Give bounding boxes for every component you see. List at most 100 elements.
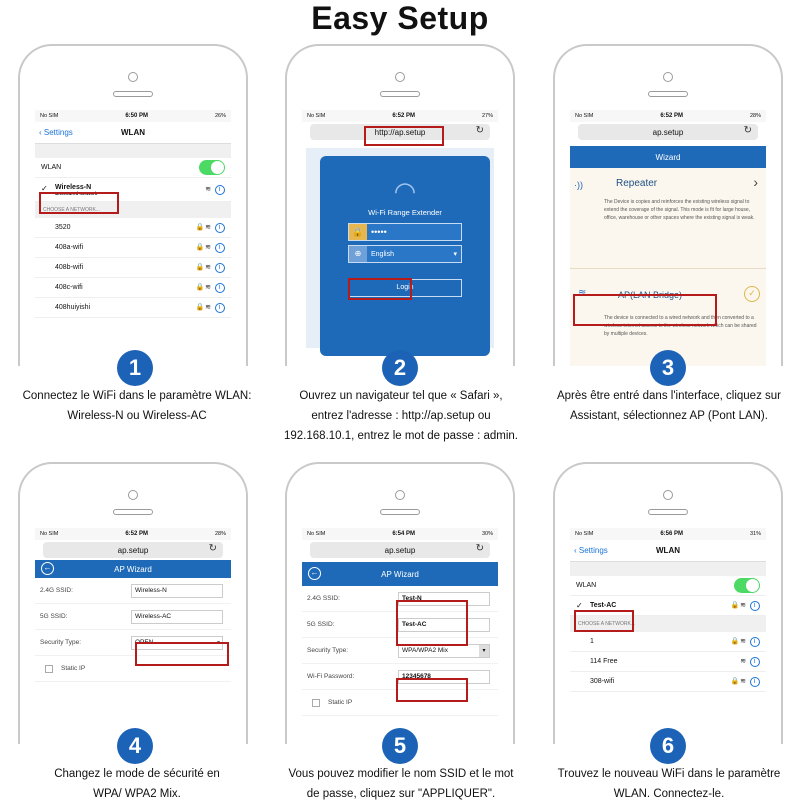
field-label: Security Type:: [40, 639, 82, 646]
carrier: No SIM: [307, 531, 326, 537]
connected-network[interactable]: ✓ Test-AC 🔒≋ i: [570, 596, 766, 616]
screen: No SIM 6:52 PM 27% http://ap.setup ↻ ◠ W…: [302, 110, 498, 366]
battery: 31%: [749, 531, 761, 537]
section-header: CHOOSE A NETWORK...: [35, 202, 231, 218]
status-bar: No SIM 6:52 PM 28%: [570, 110, 766, 122]
network-row[interactable]: 114 Free≋ i: [570, 652, 766, 672]
highlight-box: [135, 642, 229, 666]
wlan-row: WLAN: [35, 158, 231, 178]
static-ip-row[interactable]: Static IP: [302, 690, 498, 716]
phone-step-3: No SIM 6:52 PM 28% ap.setup ↻ Wizard ·))…: [553, 44, 783, 366]
checkmark-icon: ✓: [41, 184, 48, 193]
field-row: 5G SSID: Wireless-AC: [35, 604, 231, 630]
field-label: 2.4G SSID:: [307, 595, 340, 602]
chevron-down-icon: ▾: [479, 644, 489, 657]
network-row[interactable]: 408huiyishi🔒≋ i: [35, 298, 231, 318]
step-badge: 5: [382, 728, 418, 764]
phone-step-2: No SIM 6:52 PM 27% http://ap.setup ↻ ◠ W…: [285, 44, 515, 366]
status-bar: No SIM 6:52 PM 28%: [35, 528, 231, 540]
speaker: [113, 509, 153, 515]
wlan-label: WLAN: [41, 164, 62, 171]
chevron-down-icon: ▾: [453, 251, 457, 258]
address-bar[interactable]: ap.setup ↻: [578, 124, 758, 140]
wizard-title: AP Wizard: [381, 569, 419, 579]
highlight-box: [39, 192, 119, 214]
camera: [128, 490, 138, 500]
carrier: No SIM: [575, 113, 594, 119]
back-button[interactable]: ‹ Settings: [574, 546, 608, 555]
back-arrow-icon[interactable]: ←: [308, 567, 321, 580]
network-name: Wireless-N: [55, 183, 92, 191]
highlight-box: [396, 678, 468, 702]
panel-heading: Wi-Fi Range Extender: [368, 208, 442, 217]
network-row[interactable]: 408a-wifi🔒≋ i: [35, 238, 231, 258]
network-row[interactable]: 408b-wifi🔒≋ i: [35, 258, 231, 278]
wizard-bar: ← AP Wizard: [302, 562, 498, 586]
carrier: No SIM: [40, 113, 59, 119]
address-bar[interactable]: ap.setup ↻: [310, 542, 490, 558]
phone-step-4: No SIM 6:52 PM 28% ap.setup ↻ ← AP Wizar…: [18, 462, 248, 744]
url-text: ap.setup: [384, 545, 416, 555]
status-bar: No SIM 6:52 PM 27%: [302, 110, 498, 122]
static-ip-row[interactable]: Static IP: [35, 656, 231, 682]
field-label: Wi-Fi Password:: [307, 673, 355, 680]
highlight-box: [573, 294, 717, 326]
network-row[interactable]: 308-wifi🔒≋ i: [570, 672, 766, 692]
url-text: http://ap.setup: [374, 127, 426, 137]
network-row[interactable]: 408c-wifi🔒≋ i: [35, 278, 231, 298]
nav-bar: ‹ Settings WLAN: [570, 540, 766, 562]
network-row[interactable]: 1🔒≋ i: [570, 632, 766, 652]
wifi-icon: ◠: [393, 176, 417, 206]
back-button[interactable]: ‹ Settings: [39, 128, 73, 137]
network-row[interactable]: 3520🔒≋ i: [35, 218, 231, 238]
ssid-5-input[interactable]: Wireless-AC: [131, 609, 223, 624]
reload-icon[interactable]: ↻: [208, 543, 217, 554]
battery: 26%: [214, 113, 226, 119]
ssid-5-input[interactable]: Test-AC: [398, 617, 490, 632]
address-bar[interactable]: ap.setup ↻: [43, 542, 223, 558]
check-circle-icon: ✓: [744, 286, 760, 302]
ssid-24-input[interactable]: Test-N: [398, 591, 490, 606]
battery: 30%: [481, 531, 493, 537]
phone-step-5: No SIM 6:54 PM 30% ap.setup ↻ ← AP Wizar…: [285, 462, 515, 744]
reload-icon[interactable]: ↻: [475, 125, 484, 136]
password-input[interactable]: 12345678: [398, 669, 490, 684]
step-badge: 1: [117, 350, 153, 386]
wizard-bar: ← AP Wizard: [35, 560, 231, 578]
language-select[interactable]: ⊕ English ▾: [348, 245, 462, 263]
wizard-bar: Wizard: [570, 146, 766, 168]
field-label: 2.4G SSID:: [40, 587, 73, 594]
chevron-right-icon: ›: [753, 174, 758, 190]
wlan-row: WLAN: [570, 576, 766, 596]
password-field[interactable]: 🔒 •••••: [348, 223, 462, 241]
repeater-option[interactable]: ·)) Repeater › The Device is copies and …: [570, 168, 766, 286]
field-label: 5G SSID:: [40, 613, 68, 620]
reload-icon[interactable]: ↻: [743, 125, 752, 136]
ssid-24-input[interactable]: Wireless-N: [131, 583, 223, 598]
camera: [395, 72, 405, 82]
checkbox[interactable]: [45, 664, 53, 673]
wifi-info-icon[interactable]: 🔒≋ i: [730, 600, 760, 611]
screen: No SIM 6:54 PM 30% ap.setup ↻ ← AP Wizar…: [302, 528, 498, 744]
signal-icon: ·)): [574, 180, 583, 190]
field-row: 5G SSID: Test-AC: [302, 612, 498, 638]
step-caption: Ouvrez un navigateur tel que « Safari »,…: [284, 390, 518, 442]
language-value: English: [371, 250, 394, 258]
speaker: [380, 91, 420, 97]
back-arrow-icon[interactable]: ←: [41, 562, 54, 575]
field-label: Security Type:: [307, 647, 349, 654]
address-bar[interactable]: http://ap.setup ↻: [310, 124, 490, 140]
wifi-info-icon[interactable]: ≋ i: [205, 184, 225, 195]
step-badge: 3: [650, 350, 686, 386]
speaker: [380, 509, 420, 515]
battery: 28%: [749, 113, 761, 119]
wlan-toggle[interactable]: [199, 160, 225, 175]
section-header: CHOOSE A NETWORK...: [570, 616, 766, 632]
checkbox[interactable]: [312, 698, 320, 707]
camera: [128, 72, 138, 82]
screen: No SIM 6:50 PM 26% ‹ Settings WLAN WLAN …: [35, 110, 231, 366]
wlan-toggle[interactable]: [734, 578, 760, 593]
speaker: [648, 91, 688, 97]
reload-icon[interactable]: ↻: [475, 543, 484, 554]
